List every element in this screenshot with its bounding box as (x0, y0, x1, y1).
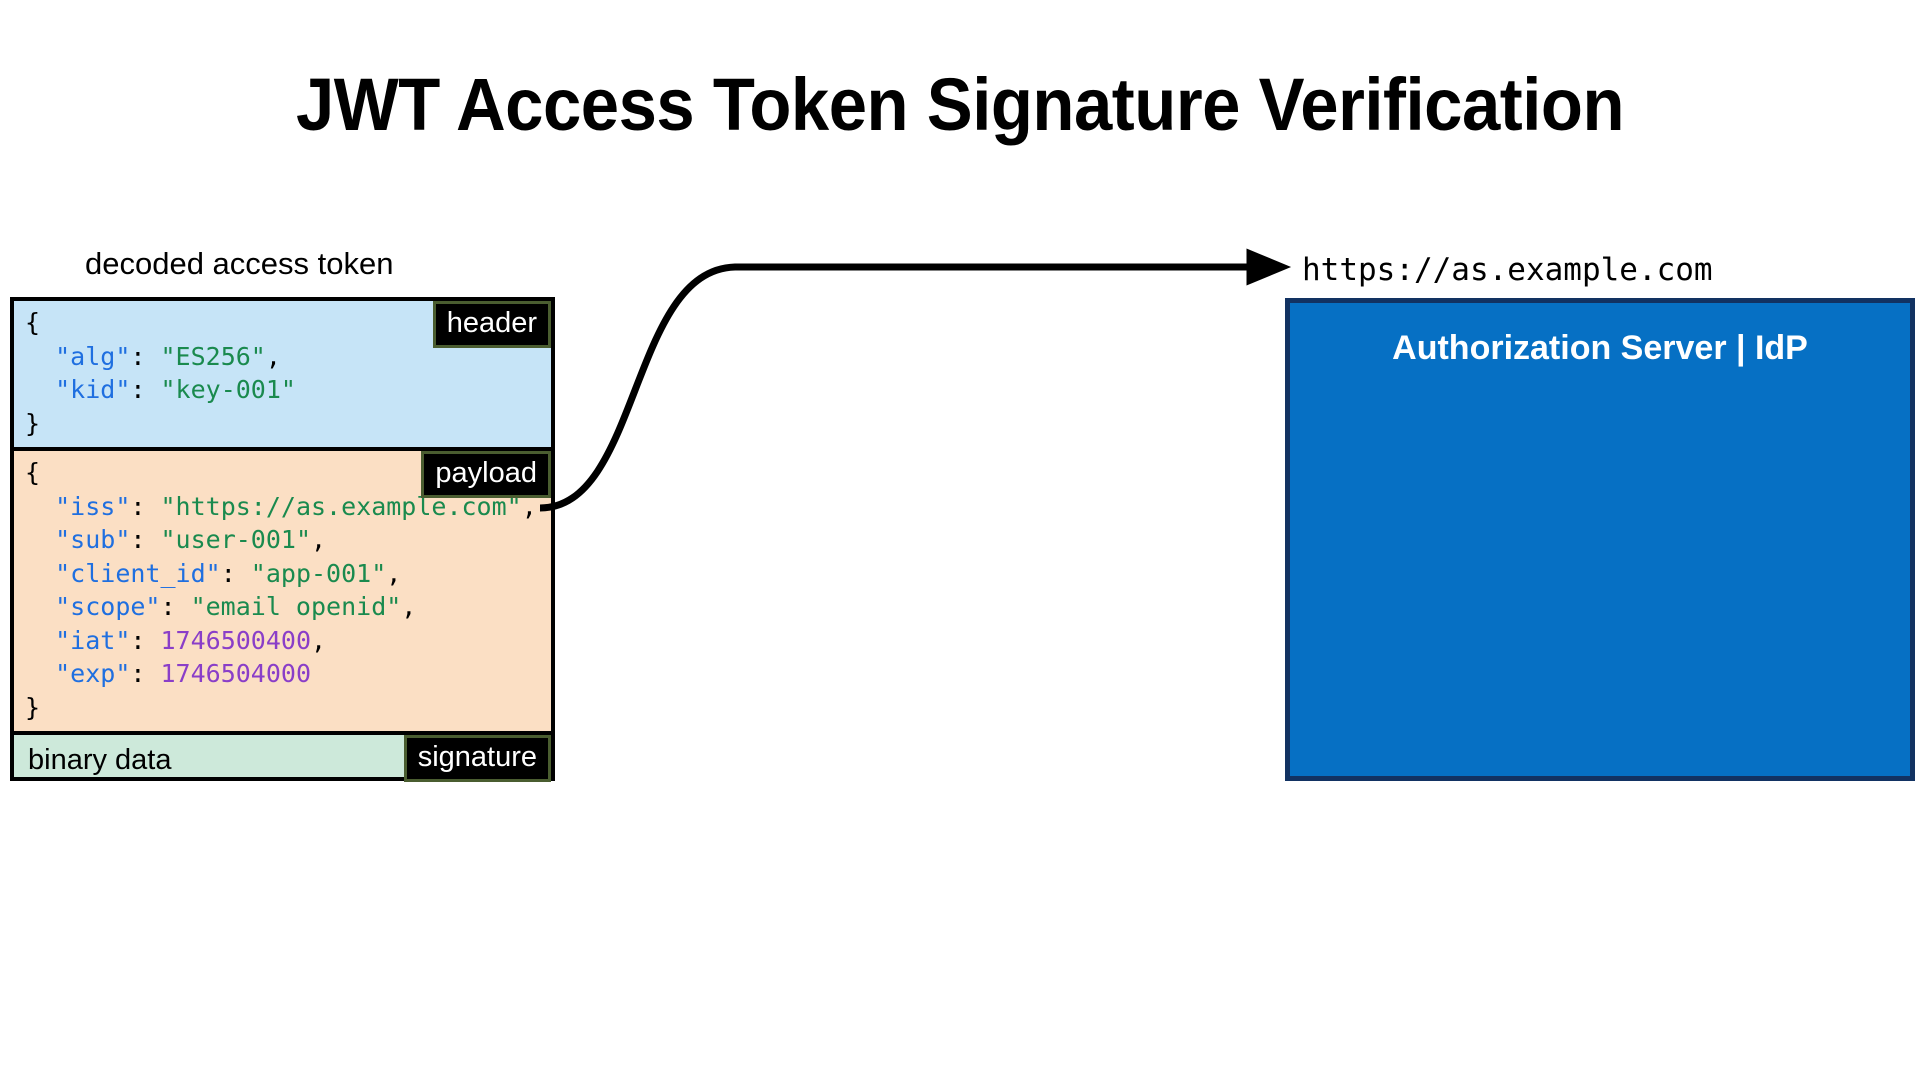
code-token (25, 659, 55, 688)
code-token (25, 592, 55, 621)
code-token: , (386, 558, 402, 588)
authorization-server-label: Authorization Server | IdP (1392, 329, 1808, 367)
code-token: { (25, 458, 41, 487)
code-token: : (130, 375, 161, 404)
code-token: "ES256" (160, 341, 266, 371)
code-token: 1746500400 (160, 625, 311, 655)
code-token: : (130, 625, 161, 655)
code-token: "scope" (55, 592, 161, 621)
decoded-token-panel: header { "alg": "ES256", "kid": "key-001… (10, 297, 555, 782)
code-token: "iss" (55, 491, 131, 521)
code-line: "alg": "ES256", (14, 340, 551, 374)
token-section-signature: signature binary data (10, 731, 555, 782)
code-line: { (14, 456, 551, 490)
code-token: : (220, 558, 251, 588)
code-line: "scope": "email openid", (14, 590, 551, 624)
code-line: } (14, 691, 551, 725)
code-token (25, 342, 55, 371)
header-code-body: { "alg": "ES256", "kid": "key-001"} (14, 306, 551, 440)
code-token: } (25, 692, 41, 722)
code-token: "alg" (55, 341, 131, 371)
code-token: , (401, 592, 417, 621)
code-line: "sub": "user-001", (14, 523, 551, 557)
section-tag-payload: payload (421, 451, 551, 498)
code-token: "client_id" (55, 558, 221, 588)
code-token: "email openid" (190, 592, 402, 621)
code-token: } (25, 408, 41, 438)
code-token: { (25, 308, 41, 337)
code-line: { (14, 306, 551, 340)
code-line: "iat": 1746500400, (14, 624, 551, 658)
code-line: "kid": "key-001" (14, 373, 551, 407)
signature-binary-data-text: binary data (28, 744, 172, 776)
code-token: "exp" (55, 659, 131, 688)
code-token: 1746504000 (160, 659, 311, 688)
section-tag-signature: signature (403, 735, 551, 782)
code-token: "iat" (55, 625, 131, 655)
code-token: : (130, 659, 161, 688)
code-token: , (311, 525, 327, 554)
section-tag-header: header (432, 301, 551, 348)
code-token: : (130, 341, 161, 371)
code-token (25, 525, 55, 554)
code-line: "client_id": "app-001", (14, 557, 551, 591)
token-section-payload: payload { "iss": "https://as.example.com… (10, 447, 555, 731)
code-line: } (14, 407, 551, 441)
code-token (25, 375, 55, 404)
page-title: JWT Access Token Signature Verification (295, 63, 1625, 146)
code-token: "app-001" (250, 558, 387, 588)
code-token: : (130, 491, 161, 521)
code-token: , (311, 625, 327, 655)
token-section-header: header { "alg": "ES256", "kid": "key-001… (10, 297, 555, 447)
code-token (25, 626, 55, 655)
code-token: "sub" (55, 525, 131, 554)
authorization-server-url: https://as.example.com (1302, 252, 1713, 288)
code-token: "user-001" (160, 525, 311, 554)
code-token: "kid" (55, 375, 131, 404)
decoded-token-caption: decoded access token (85, 246, 394, 281)
code-token: , (521, 491, 537, 521)
code-token (25, 559, 55, 588)
code-token: , (265, 341, 281, 371)
code-token: : (160, 592, 191, 621)
code-token (25, 492, 55, 521)
code-line: "exp": 1746504000 (14, 657, 551, 691)
code-token: "key-001" (160, 375, 296, 404)
authorization-server-box: Authorization Server | IdP (1285, 298, 1915, 781)
code-token: : (130, 525, 161, 554)
